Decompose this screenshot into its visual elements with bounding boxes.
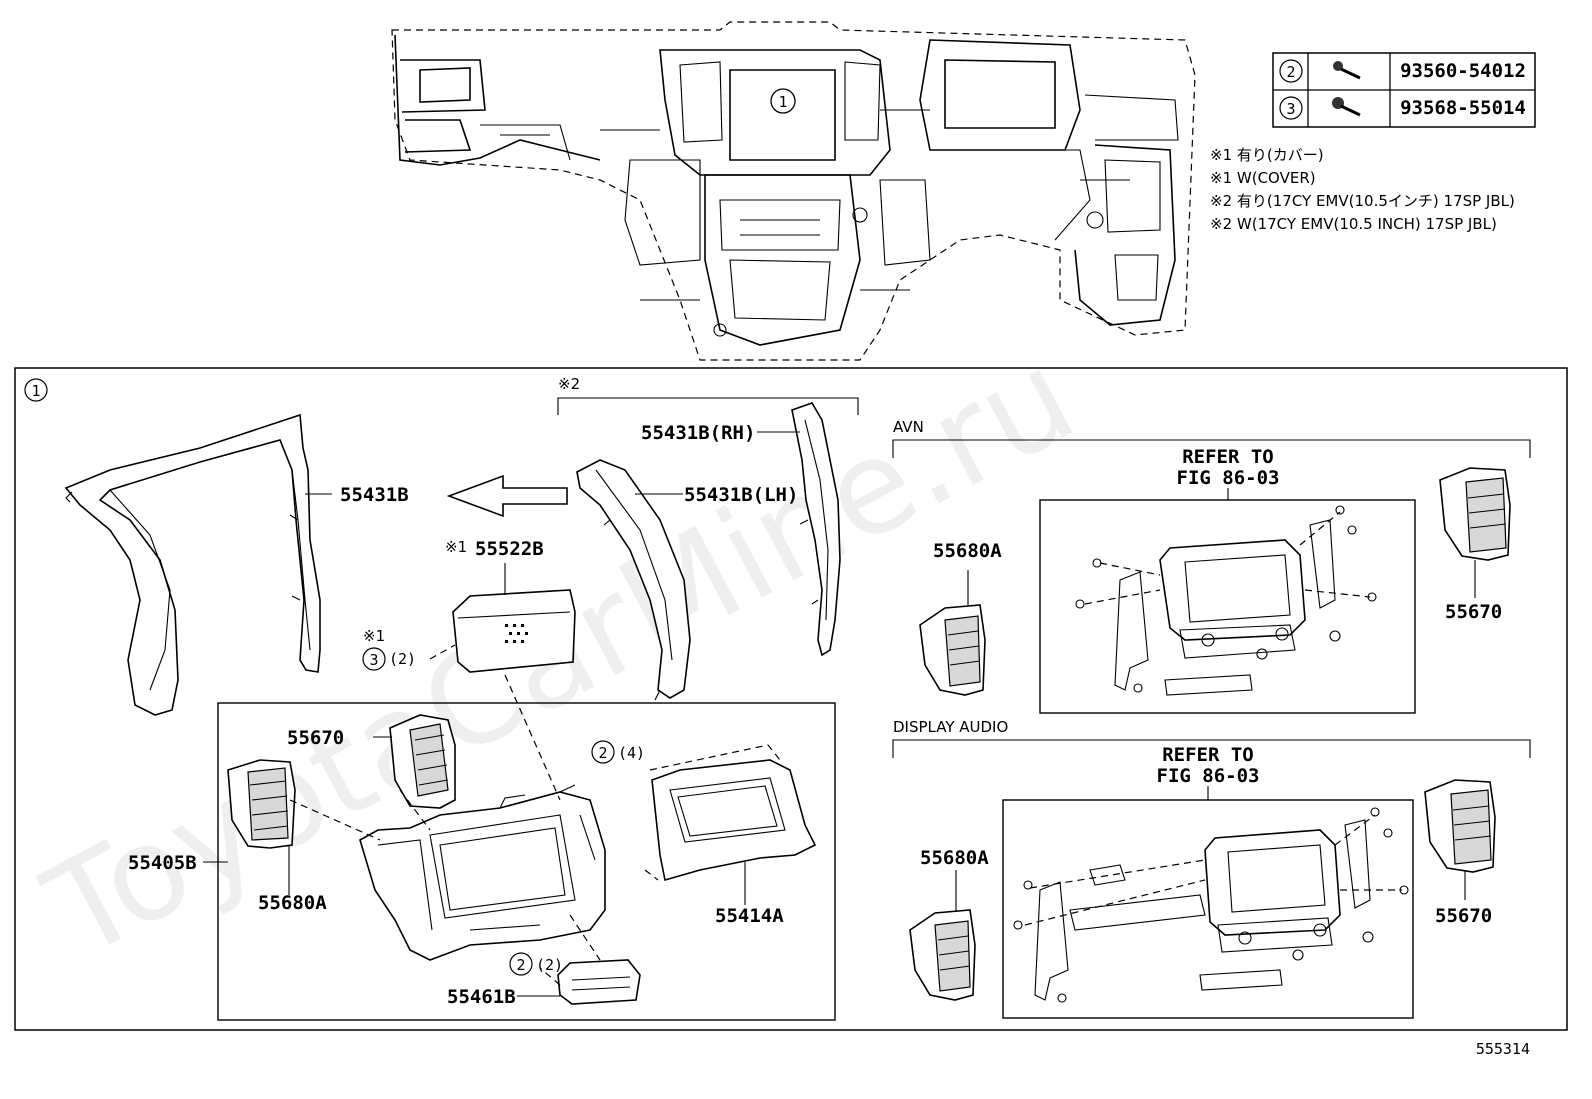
note-1: ※1 有り(カバー) <box>1210 146 1324 164</box>
part-55431b-rh-drawing <box>791 402 841 657</box>
display-audio-vent-right-drawing <box>1424 779 1496 873</box>
leader-lines <box>203 431 800 997</box>
label-screw2b-qty: (2) <box>536 956 563 974</box>
svg-text:REFER TO: REFER TO <box>1182 446 1274 468</box>
label-screw3-mark: ※1 <box>363 627 385 645</box>
avn-section: AVN REFER TO FIG 86-03 <box>892 418 1531 714</box>
note-2: ※1 W(COVER) <box>1210 169 1316 187</box>
label-55414a: 55414A <box>715 905 784 927</box>
svg-text:DISPLAY AUDIO: DISPLAY AUDIO <box>893 718 1008 736</box>
svg-text:FIG 86-03: FIG 86-03 <box>1177 467 1280 489</box>
svg-text:2: 2 <box>516 956 525 974</box>
figure-number: 555314 <box>1476 1040 1530 1058</box>
notes: ※1 有り(カバー) ※1 W(COVER) ※2 有り(17CY EMV(10… <box>1210 146 1515 233</box>
callout-1: 1 <box>770 88 796 114</box>
part-55680a-vent-drawing <box>227 759 296 849</box>
label-55431b-lh: 55431B(LH) <box>684 484 798 506</box>
label-da-55670: 55670 <box>1435 905 1492 927</box>
label-55405b: 55405B <box>128 852 197 874</box>
mark2-bracket: ※2 <box>557 375 859 415</box>
avn-vent-left-drawing <box>919 604 986 696</box>
dashboard-overview: 1 <box>391 21 1196 361</box>
label-55680a-sub: 55680A <box>258 892 327 914</box>
fastener-row-1: 2 93560-54012 <box>1279 59 1526 83</box>
svg-text:REFER TO: REFER TO <box>1162 744 1254 766</box>
svg-text:AVN: AVN <box>893 418 924 436</box>
screw-2b-callout: 2 <box>509 952 533 976</box>
display-audio-head-unit-drawing <box>1013 807 1409 1003</box>
label-55670-sub: 55670 <box>287 727 344 749</box>
screw-washer-icon <box>1332 97 1361 117</box>
label-55522b: 55522B <box>475 538 544 560</box>
group-callout-1: 1 <box>24 378 48 402</box>
label-55431b: 55431B <box>340 484 409 506</box>
part-55522b-drawing <box>452 563 576 673</box>
detail-labels: 55431B 55431B(RH) 55431B(LH) ※1 55522B ※… <box>128 422 1502 1008</box>
screw-2a-callout: 2 <box>591 740 615 764</box>
label-screw3-qty: (2) <box>389 650 416 668</box>
fastener-table: 2 93560-54012 3 93568-55014 <box>1272 52 1536 128</box>
label-avn-55680a: 55680A <box>933 540 1002 562</box>
display-audio-section: DISPLAY AUDIO REFER TO FIG 86-03 <box>892 718 1531 1019</box>
screw-3-callout: 3 <box>362 644 456 671</box>
avn-head-unit-drawing <box>1075 505 1377 696</box>
label-avn-55670: 55670 <box>1445 601 1502 623</box>
part-93560-54012: 93560-54012 <box>1400 60 1526 82</box>
svg-text:1: 1 <box>778 93 787 111</box>
assembly-dash-lines <box>289 674 781 986</box>
part-55405b-panel-drawing <box>359 784 606 961</box>
label-screw2a-qty: (4) <box>618 744 645 762</box>
svg-text:※2: ※2 <box>558 375 580 393</box>
fastener-row-2: 3 93568-55014 <box>1279 96 1526 120</box>
label-55461b: 55461B <box>447 986 516 1008</box>
label-55431b-rh: 55431B(RH) <box>641 422 755 444</box>
svg-text:2: 2 <box>598 744 607 762</box>
part-55414a-frame-drawing <box>651 759 817 882</box>
detail-frame <box>14 367 1568 1031</box>
part-55431b-lh-drawing <box>576 459 691 701</box>
svg-text:3: 3 <box>1286 100 1295 118</box>
part-93568-55014: 93568-55014 <box>1400 97 1526 119</box>
label-mark1-55522b: ※1 <box>445 538 467 556</box>
assembly-arrow <box>446 474 568 518</box>
part-55670-vent-drawing <box>389 714 456 809</box>
note-4: ※2 W(17CY EMV(10.5 INCH) 17SP JBL) <box>1210 215 1497 233</box>
svg-text:3: 3 <box>369 651 378 669</box>
display-audio-vent-left-drawing <box>909 909 976 1001</box>
part-55431b-drawing <box>64 413 321 716</box>
note-3: ※2 有り(17CY EMV(10.5インチ) 17SP JBL) <box>1210 192 1515 210</box>
svg-text:2: 2 <box>1286 63 1295 81</box>
svg-text:1: 1 <box>31 382 40 400</box>
avn-vent-right-drawing <box>1439 467 1511 561</box>
bolt-icon <box>1333 61 1361 80</box>
label-da-55680a: 55680A <box>920 847 989 869</box>
svg-text:FIG 86-03: FIG 86-03 <box>1157 765 1260 787</box>
part-55461b-drawing <box>557 959 641 1005</box>
